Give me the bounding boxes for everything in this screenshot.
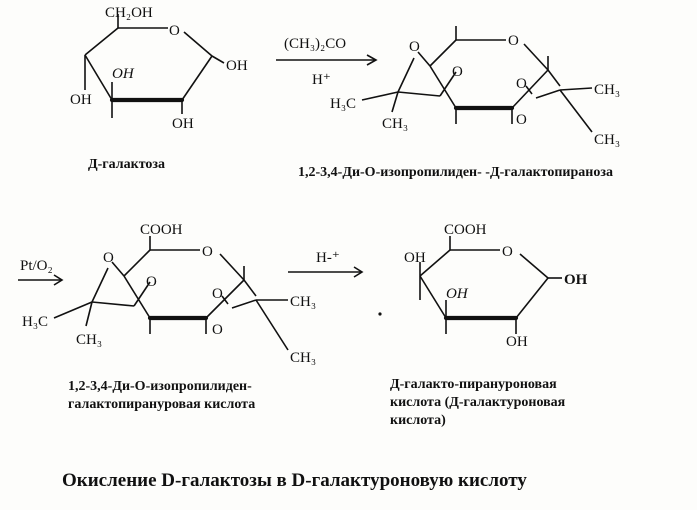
ring-bond [123,249,151,277]
acetal-oxygen-label: O [212,322,223,338]
ring-bond [181,55,213,101]
acetal-bond [111,261,125,277]
diisopropylidene-name: 1,2-3,4-Ди-О-изопропилиден- -Д-галактопи… [298,165,613,180]
methyl-bond [255,299,289,351]
ring-bond [84,54,113,101]
acetal-bond [91,301,135,307]
anomeric-oh-label: OH [226,58,248,74]
ring-oxygen-label: O [169,23,180,39]
ring-bond [84,27,119,56]
substituent-bond [211,55,225,64]
acetal-oxygen-label: O [452,64,463,80]
diisopropylidene-structure: O O O O O H₃C CH₃ CH₃ CH₃ 1,2-3,4-Ди-О-и… [298,26,620,180]
ring-bond [511,69,549,109]
ring-bond [429,39,457,67]
anomeric-oh-label: OH [564,272,588,288]
galactose-name: Д-галактоза [88,157,165,172]
methyl-bond [85,301,93,327]
h3c-label: H₃C [330,96,356,112]
reaction-arrow-3: H-⁺ [288,250,382,316]
ring-bond [183,31,213,57]
ring-bond [515,277,549,319]
stray-dot [378,312,382,316]
methyl-label: CH₃ [382,116,408,132]
reaction-arrow-1: (CH₃)₂CO H⁺ [276,36,378,88]
scheme-title: Окисление D-галактозы в D-галактуроновую… [62,470,527,491]
c2-oh-label: OH [506,334,528,350]
galacturonic-name-line-1: Д-галакто-пирануроновая [390,377,557,392]
acetal-bond [417,51,431,67]
arrow-head [53,274,64,286]
arrow-head [366,54,378,66]
acetal-oxygen-label: O [146,274,157,290]
methyl-label: CH₃ [594,82,620,98]
c3-oh-label: OH [112,66,135,82]
acetal-bond [91,267,109,303]
methyl-label: CH₃ [290,350,316,366]
ring-bond [419,275,447,319]
acid-catalyst-2: H-⁺ [316,250,340,266]
acetal-bond [397,91,441,97]
acetal-bond [221,295,229,305]
acetone-reagent: (CH₃)₂CO [284,36,346,52]
ring-bond [429,65,457,109]
acetal-bond [133,281,151,307]
methyl-label: CH₃ [76,332,102,348]
methyl-bond [559,87,593,91]
ring-oxygen-label: O [202,244,213,260]
oxidant-reagent: Pt/O₂ [20,258,53,274]
acetal-bond [535,89,561,99]
galacturonic-name-line-2: кислота (Д-галактуроновая [390,395,566,410]
ring-bond [519,253,549,279]
c4-oh-label: OH [404,250,426,266]
acetal-bond [243,279,257,297]
galacturonic-name-line-3: кислота) [390,413,446,428]
ring-bond [523,43,549,71]
acetal-oxygen-label: O [212,286,223,302]
methyl-label: CH₃ [290,294,316,310]
acetal-bond [547,69,561,87]
cooh-label: COOH [140,222,183,238]
methyl-bond [391,91,399,113]
c4-oh-label: OH [70,92,92,108]
acid-protected-name-line-2: галактопирануровая кислота [68,397,255,412]
methyl-bond [559,89,593,133]
acetal-bond [525,85,533,95]
ring-oxygen-label: O [502,244,513,260]
cooh-label: COOH [444,222,487,238]
acetal-oxygen-label: O [409,39,420,55]
acetal-bond [231,299,257,309]
h3c-label: H₃C [22,314,48,330]
acid-catalyst-1: H⁺ [312,72,331,88]
ring-bond [419,249,451,277]
c2-oh-label: OH [172,116,194,132]
methyl-bond [361,91,399,101]
acetal-oxygen-label: O [516,112,527,128]
ring-oxygen-label: O [508,33,519,49]
c3-oh-label: OH [446,286,469,302]
acid-protected-name-line-1: 1,2-3,4-Ди-О-изопропилиден- [68,379,252,394]
acetal-bond [397,57,415,93]
ring-bond [123,275,151,319]
galacturonic-structure: COOH O OH OH OH OH Д-галакто-пирануронов… [390,222,588,428]
methyl-label: CH₃ [594,132,620,148]
acetal-bond [439,71,457,97]
galactose-structure: CH₂OH O OH OH OH OH Д-галактоза [70,5,248,172]
acid-protected-structure: COOH O O O O O H₃C CH₃ CH₃ CH₃ 1,2-3,4-Д… [22,222,316,412]
ring-bond [219,253,245,281]
ch2oh-label: CH₂OH [105,5,153,21]
acetal-oxygen-label: O [516,76,527,92]
methyl-bond [53,301,93,319]
arrow-head [353,266,364,278]
reaction-arrow-2: Pt/O₂ [18,258,64,286]
acetal-oxygen-label: O [103,250,114,266]
